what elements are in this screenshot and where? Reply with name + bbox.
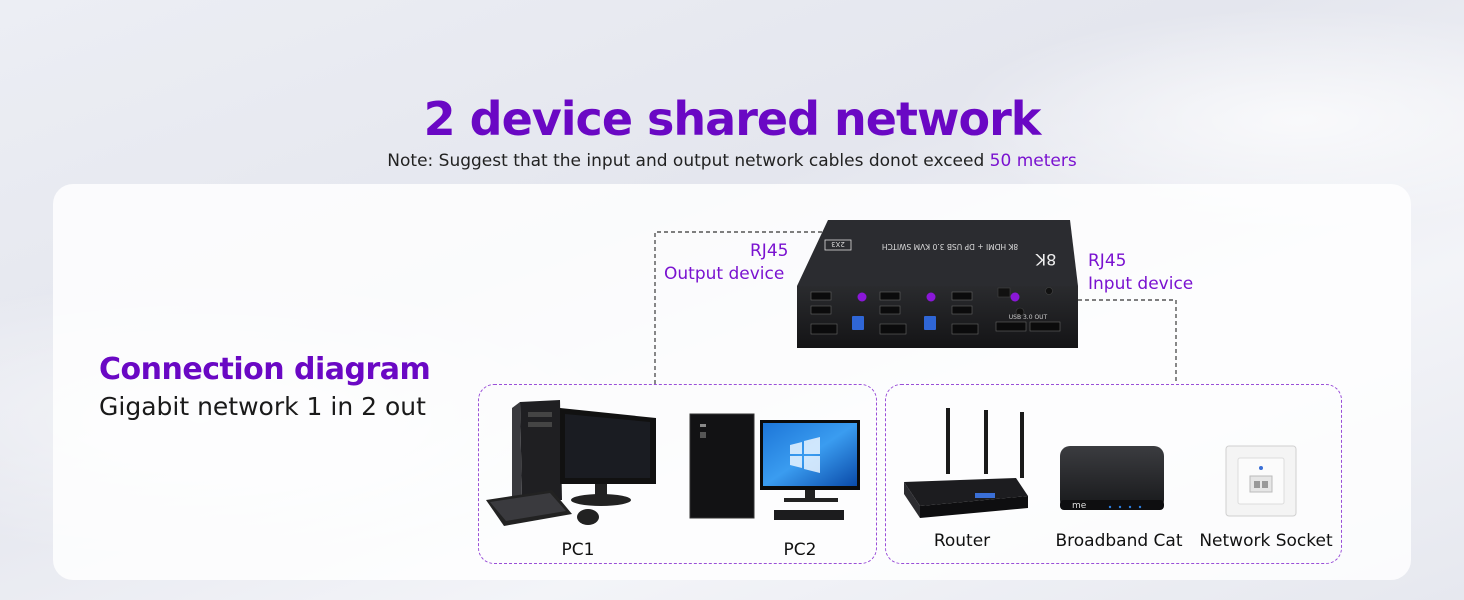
box-brand-logo: me (1072, 501, 1087, 511)
cable-length-note: Note: Suggest that the input and output … (0, 151, 1464, 171)
rj45-port-markers (857, 292, 1020, 302)
switch-tag: 2X3 (831, 240, 845, 248)
usb-out-label: USB 3.0 OUT (1009, 314, 1048, 321)
broadband-label: Broadband Cat (1055, 531, 1183, 551)
diagram-title: Connection diagram (99, 352, 431, 387)
broadband-illustration: me (1060, 446, 1164, 511)
output-device-label: Output device (664, 264, 785, 284)
network-socket-label: Network Socket (1199, 531, 1333, 551)
diagram-subtitle: Gigabit network 1 in 2 out (99, 392, 426, 421)
pc1-illustration (486, 400, 656, 526)
switch-model-text: 8K HDMI + DP USB 3.0 KVM SWITCH (882, 242, 1018, 251)
kvm-switch: 8K HDMI + DP USB 3.0 KVM SWITCH 2X3 8K (797, 220, 1078, 348)
input-device-label: Input device (1088, 274, 1194, 294)
output-devices-box (478, 384, 877, 564)
network-socket-illustration (1225, 445, 1297, 517)
page-title: 2 device shared network (423, 92, 1042, 146)
router-label: Router (933, 531, 991, 551)
input-devices-box (885, 384, 1342, 564)
pc1-label: PC1 (561, 540, 595, 560)
note-text: Note: Suggest that the input and output … (387, 151, 985, 171)
input-rj45-label: RJ45 (1088, 251, 1127, 271)
pc2-illustration (689, 413, 860, 520)
output-rj45-label: RJ45 (750, 241, 789, 261)
pc2-label: PC2 (783, 540, 817, 560)
router-illustration (904, 408, 1028, 518)
note-highlight: 50 meters (989, 151, 1077, 171)
switch-resolution: 8K (1035, 250, 1056, 269)
